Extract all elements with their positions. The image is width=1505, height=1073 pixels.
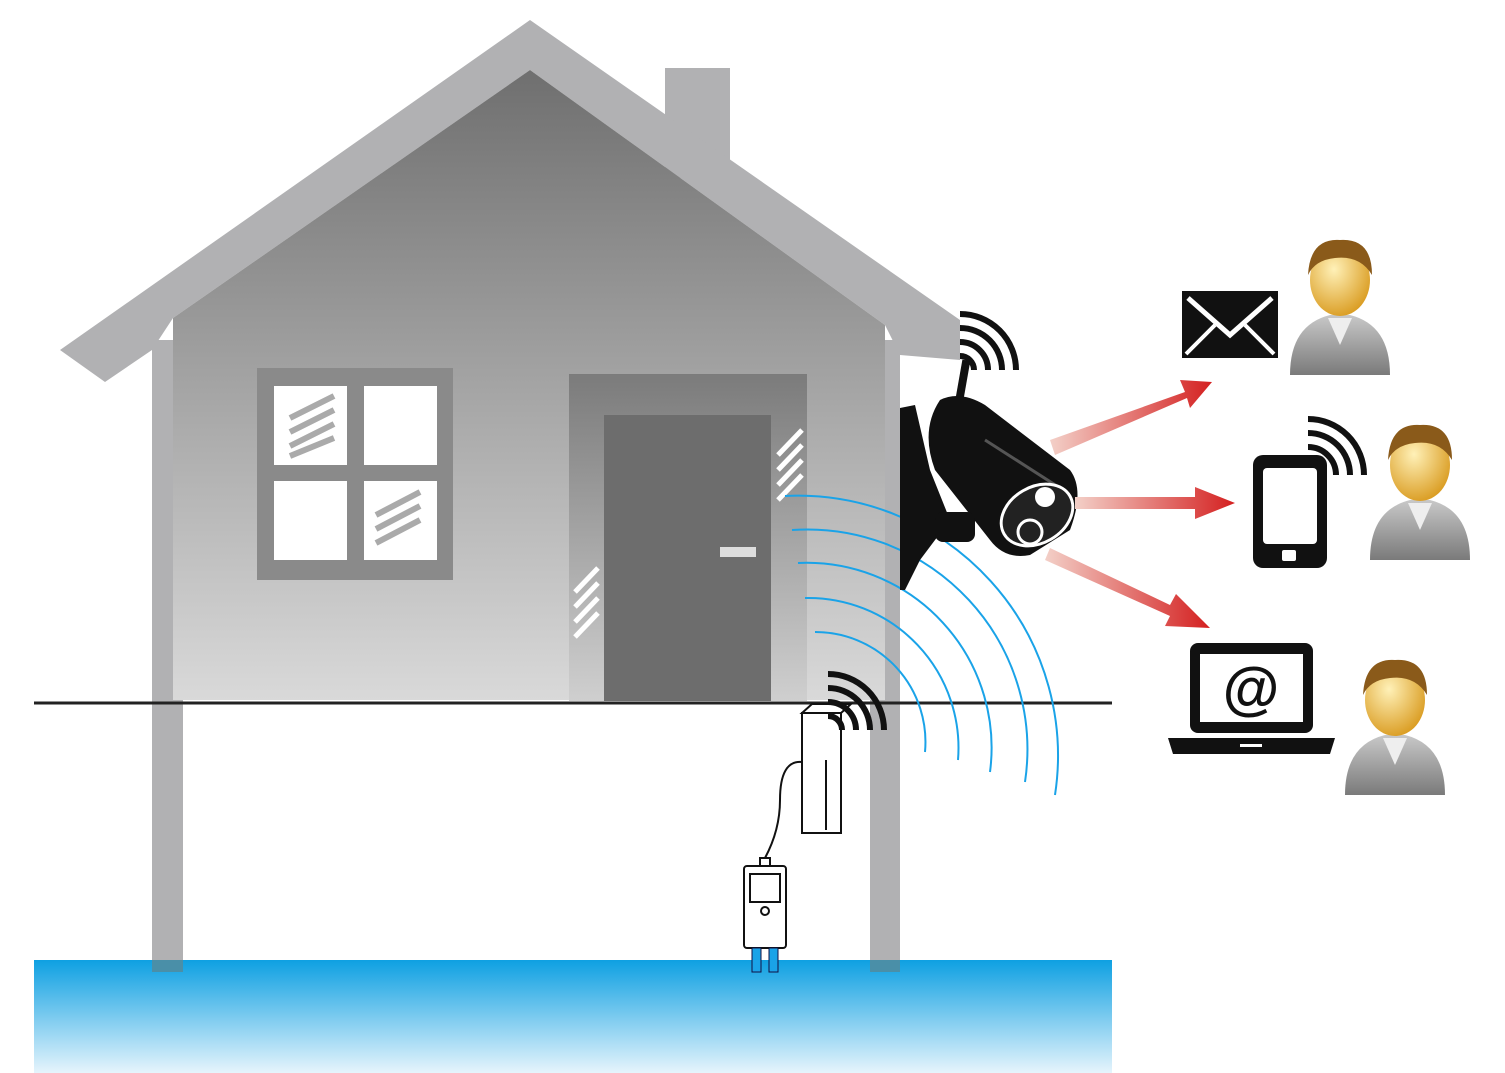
- laptop-icon: @: [1168, 643, 1335, 754]
- person-icon: [1345, 659, 1445, 795]
- window: [257, 368, 453, 580]
- security-camera-icon: [900, 359, 1078, 590]
- door: [569, 374, 807, 701]
- water: [34, 960, 1112, 1073]
- house-icon: [60, 20, 960, 972]
- phone-wifi-signal-icon: [1308, 419, 1364, 475]
- signal-waves: [784, 494, 1059, 796]
- water-sensor-icon: [743, 703, 854, 973]
- person-icon: [1370, 424, 1470, 560]
- envelope-icon: [1182, 291, 1278, 358]
- smartphone-icon: [1253, 455, 1327, 568]
- person-icon: [1290, 239, 1390, 375]
- camera-wifi-signal-icon: [960, 314, 1016, 370]
- alert-arrow-icon: [1045, 380, 1235, 628]
- laptop-email-symbol: @: [1223, 656, 1280, 721]
